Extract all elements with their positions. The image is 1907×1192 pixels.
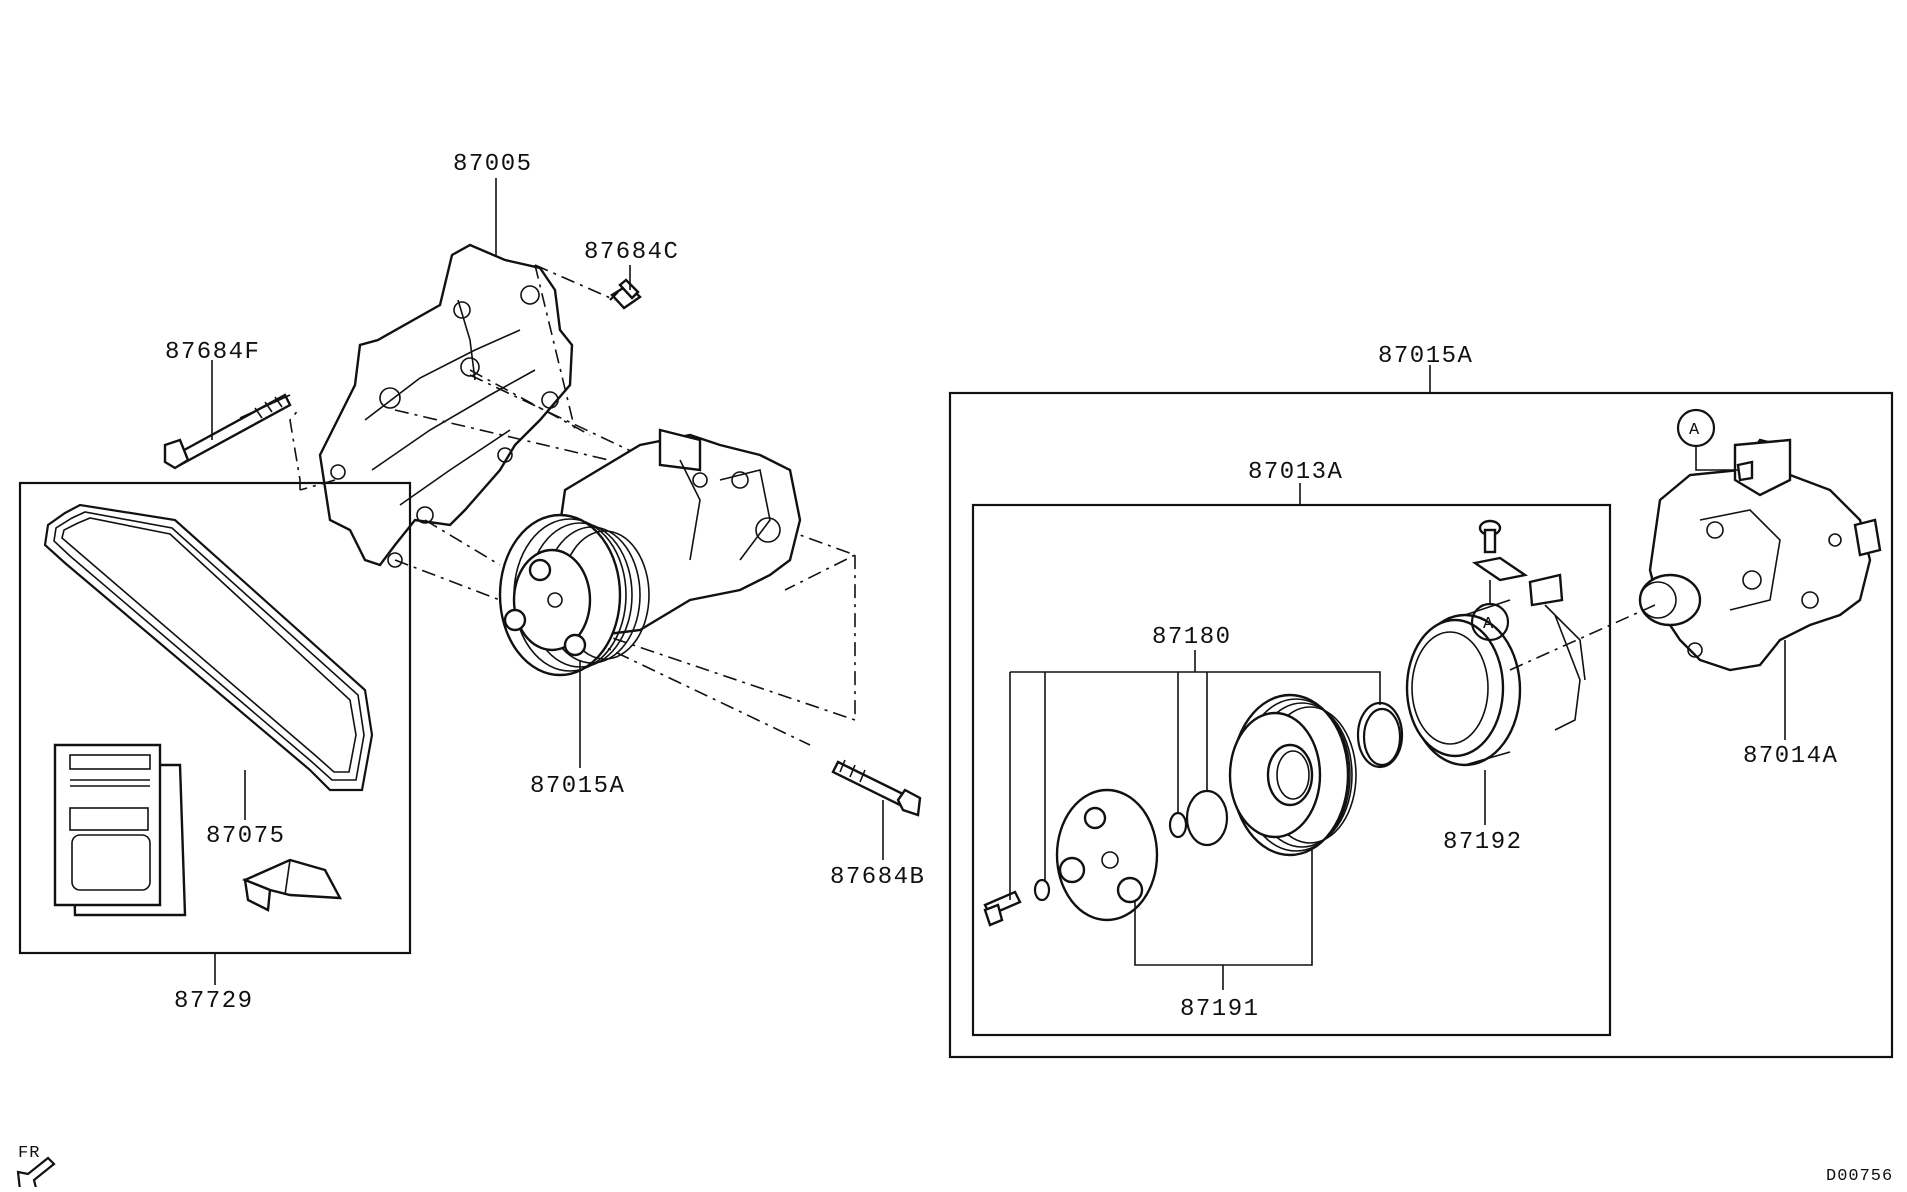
bolt-87684c-illustration [609, 278, 642, 310]
fr-label: FR [18, 1144, 40, 1163]
label-87684c: 87684C [584, 239, 679, 266]
label-87684f: 87684F [165, 339, 260, 366]
label-87192: 87192 [1443, 829, 1523, 856]
label-87729: 87729 [174, 988, 254, 1015]
compressor-body-illustration [1638, 438, 1882, 672]
screw-illustration-small [1478, 519, 1502, 554]
bracket-illustration [318, 243, 574, 568]
diagram-id: D00756 [1826, 1167, 1893, 1186]
instruction-sheet-illustration [53, 743, 187, 917]
field-coil-illustration [1405, 573, 1656, 767]
leader-lines [211, 178, 1786, 990]
snap-ring-large-inner [1362, 707, 1402, 767]
pulley-illustration [1228, 693, 1357, 857]
label-87013a: 87013A [1248, 459, 1343, 486]
label-87075: 87075 [206, 823, 286, 850]
clutch-hub-illustration [1055, 788, 1159, 922]
bolt-87684b-illustration [831, 759, 922, 817]
label-87014a: 87014A [1743, 743, 1838, 770]
callout-a-coil: A [1470, 556, 1529, 642]
clutch-assy-box [971, 503, 1612, 1037]
compressor-assy-box [948, 391, 1894, 1059]
shim-ring [1185, 789, 1229, 847]
label-87684b: 87684B [830, 864, 925, 891]
front-direction-indicator: FR [16, 1144, 56, 1192]
label-87180: 87180 [1152, 624, 1232, 651]
belt-illustration [43, 503, 374, 792]
bolt-87684f-illustration [163, 393, 292, 470]
callout-a-top: A [1676, 408, 1754, 482]
shim-small [1168, 811, 1188, 839]
wedge-illustration [241, 858, 343, 912]
callout-a-label: A [1689, 421, 1700, 440]
label-87005: 87005 [453, 151, 533, 178]
washer-illustration [1033, 878, 1051, 902]
compressor-illustration-left [498, 428, 802, 677]
label-87191: 87191 [1180, 996, 1260, 1023]
label-87015a-top: 87015A [1378, 343, 1473, 370]
label-87015a-left: 87015A [530, 773, 625, 800]
callout-a-coil-label: A [1483, 615, 1494, 634]
hub-bolt-illustration [983, 890, 1022, 927]
